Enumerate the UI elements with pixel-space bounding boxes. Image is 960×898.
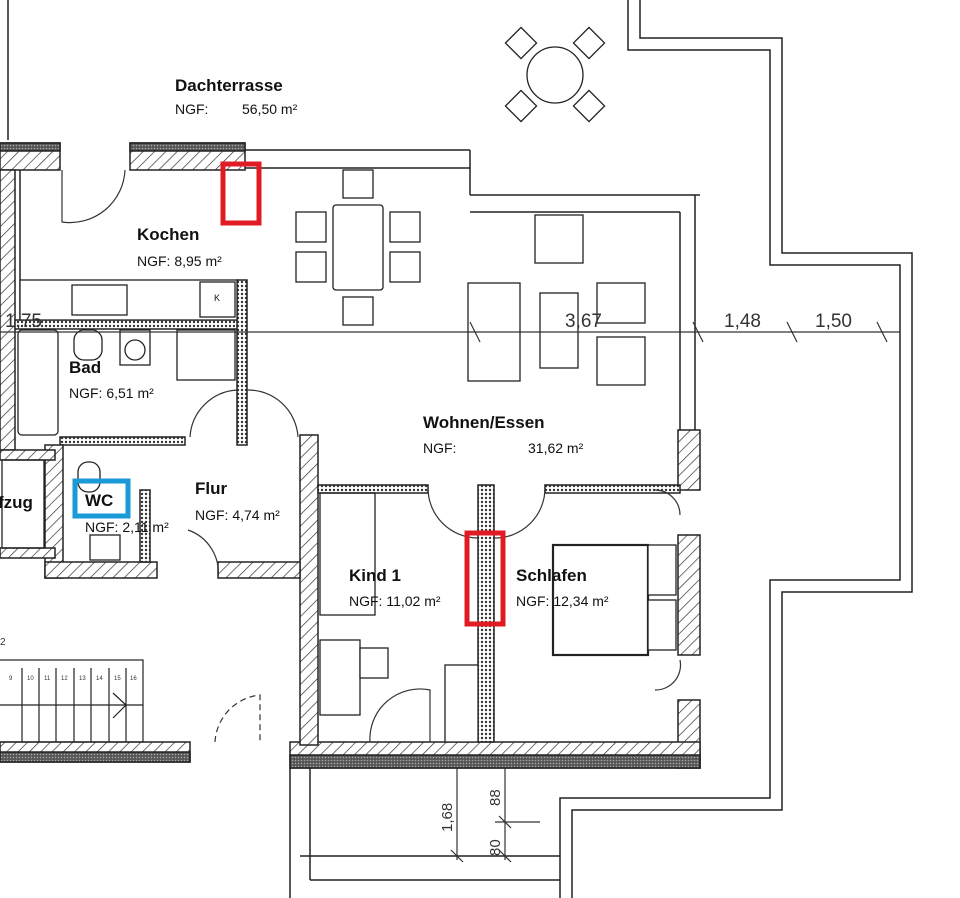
room-name-kind1: Kind 1 — [349, 566, 401, 585]
doors — [61, 169, 682, 743]
room-name-bad: Bad — [69, 358, 101, 377]
terrace-outline — [7, 0, 913, 898]
stair-reference: 2 — [0, 637, 6, 648]
dimension-left: 1,75 — [5, 311, 42, 332]
room-name-flur: Flur — [195, 479, 227, 498]
area-wc: NGF: 2,11 m² — [85, 519, 169, 535]
dimension-right2: 1,50 — [815, 311, 852, 332]
area-kind1: NGF: 11,02 m² — [349, 593, 441, 609]
dimension-lower: 80 — [487, 839, 504, 856]
dimension-upper: 88 — [487, 789, 504, 806]
highlight-wc-label — [72, 478, 131, 519]
furniture — [1, 26, 677, 743]
room-name-wc: WC — [85, 491, 113, 510]
stair-step-number: 15 — [114, 676, 121, 682]
highlight-wall-kind-schlafen — [464, 530, 506, 627]
dimension-balcony: 1,68 — [439, 803, 456, 832]
ngf-label-dachterrasse: NGF: — [175, 101, 208, 117]
dimension-wohnen: 3,67 — [565, 311, 602, 332]
room-name-aufzug: fzug — [0, 493, 33, 512]
room-name-kochen: Kochen — [137, 225, 199, 244]
area-wohnen: 31,62 m² — [528, 440, 584, 456]
fridge-label: K — [214, 293, 220, 303]
stair-step-number: 12 — [61, 676, 68, 682]
area-dachterrasse: 56,50 m² — [242, 101, 298, 117]
dimension-lines — [0, 321, 900, 863]
room-name-dachterrasse: Dachterrasse — [175, 76, 283, 95]
dimension-right1: 1,48 — [724, 311, 761, 332]
stair-step-number: 16 — [130, 676, 137, 682]
room-name-schlafen: Schlafen — [516, 566, 587, 585]
stair-step-number: 11 — [44, 676, 51, 682]
stair-step-number: 9 — [9, 676, 13, 682]
ngf-label-wohnen: NGF: — [423, 440, 456, 456]
stair-step-numbers: 9 10 11 12 13 14 15 16 — [9, 676, 137, 682]
stair-step-number: 13 — [79, 676, 86, 682]
walls — [0, 142, 701, 769]
stair-step-number: 10 — [27, 676, 34, 682]
area-flur: NGF: 4,74 m² — [195, 507, 280, 523]
room-name-wohnen-essen: Wohnen/Essen — [423, 413, 545, 432]
area-kochen: NGF: 8,95 m² — [137, 253, 222, 269]
area-schlafen: NGF: 12,34 m² — [516, 593, 609, 609]
highlight-wall-kochen — [220, 161, 262, 226]
stair-step-number: 14 — [96, 676, 103, 682]
area-bad: NGF: 6,51 m² — [69, 385, 154, 401]
staircase — [0, 659, 144, 743]
